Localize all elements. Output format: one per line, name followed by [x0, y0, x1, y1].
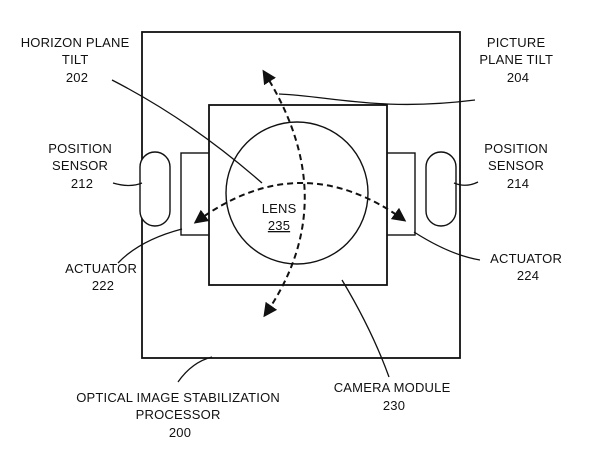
leader-actuator-left	[117, 228, 183, 264]
label-actuator-right: ACTUATOR 224	[490, 251, 566, 283]
leader-ois-processor	[177, 356, 213, 383]
horizon-tilt-arc	[193, 182, 407, 224]
label-horizon-tilt: HORIZON PLANE TILT 202	[21, 35, 134, 85]
label-actuator-left: ACTUATOR 222	[65, 261, 141, 293]
label-ois-processor: OPTICAL IMAGE STABILIZATION PROCESSOR 20…	[76, 390, 284, 440]
lens-circle	[225, 121, 369, 265]
leader-camera-module	[341, 279, 390, 378]
leader-horizon-tilt	[111, 79, 263, 184]
label-sensor-right: POSITION SENSOR 214	[484, 141, 552, 191]
label-picture-tilt: PICTURE PLANE TILT 204	[479, 35, 556, 85]
label-sensor-left: POSITION SENSOR 212	[48, 141, 116, 191]
label-lens: LENS 235	[262, 201, 301, 233]
leader-actuator-right	[413, 231, 481, 261]
label-camera-module: CAMERA MODULE 230	[334, 380, 455, 413]
leader-picture-tilt	[278, 93, 476, 106]
position-sensor-left	[139, 151, 171, 227]
actuator-right-block	[384, 152, 416, 236]
position-sensor-right	[425, 151, 457, 227]
actuator-left-block	[180, 152, 212, 236]
picture-tilt-arc	[262, 69, 306, 318]
leader-sensor-left	[112, 182, 143, 187]
leader-sensor-right	[453, 181, 479, 186]
